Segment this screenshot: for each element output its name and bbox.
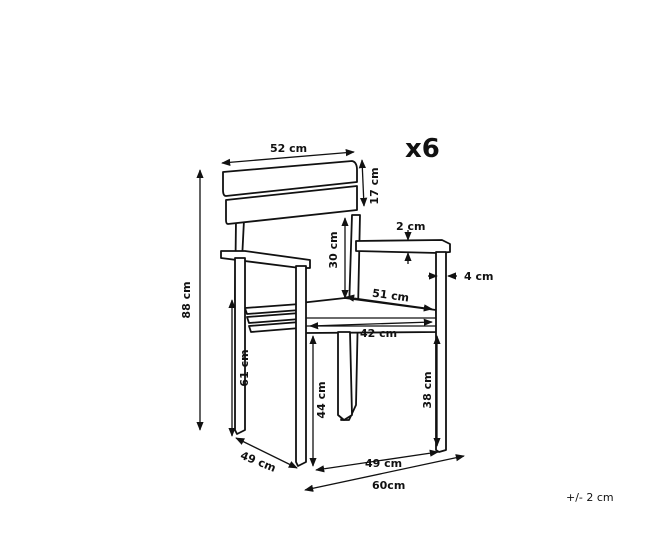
chair-drawing xyxy=(220,160,451,467)
label-total-height: 88 cm xyxy=(180,281,193,318)
seat-slat-3 xyxy=(248,321,301,333)
front-left-leg xyxy=(295,265,307,467)
dimension-labels: 52 cm 17 cm 88 cm 30 cm 2 cm 4 cm 51 cm … xyxy=(180,142,493,492)
dim-seat-width xyxy=(309,318,433,330)
quantity-label: x6 xyxy=(405,134,440,164)
label-leg-height: 44 cm xyxy=(315,381,328,418)
armrest-left xyxy=(220,250,311,269)
dim-width-top xyxy=(221,149,355,166)
label-width-top: 52 cm xyxy=(270,142,307,155)
armrest-right xyxy=(355,239,451,254)
dimension-lines xyxy=(196,149,465,492)
label-seat-height-back: 38 cm xyxy=(421,371,434,408)
seat-slat-1 xyxy=(244,303,301,315)
rear-right-leg xyxy=(337,331,353,421)
dim-backrest-height xyxy=(358,159,368,207)
dim-seat-depth xyxy=(345,294,433,312)
rear-left-leg xyxy=(234,257,246,435)
label-width-front: 49 cm xyxy=(365,457,402,470)
dim-total-width xyxy=(304,454,465,492)
backrest-lower-slat xyxy=(225,185,358,225)
tolerance-label: +/- 2 cm xyxy=(566,491,614,504)
label-backrest-height: 17 cm xyxy=(368,167,381,204)
label-depth-side: 49 cm xyxy=(238,449,277,475)
label-armrest-height: 30 cm xyxy=(327,231,340,268)
label-seat-depth: 51 cm xyxy=(371,287,410,305)
label-seat-width: 42 cm xyxy=(360,327,397,340)
label-armrest-thickness: 2 cm xyxy=(396,220,425,233)
label-seat-height-front: 61 cm xyxy=(238,349,251,386)
label-armrest-width: 4 cm xyxy=(464,270,493,283)
seat-slat-2 xyxy=(246,312,301,324)
dim-depth-side xyxy=(235,437,298,469)
label-total-width: 60cm xyxy=(372,479,405,492)
